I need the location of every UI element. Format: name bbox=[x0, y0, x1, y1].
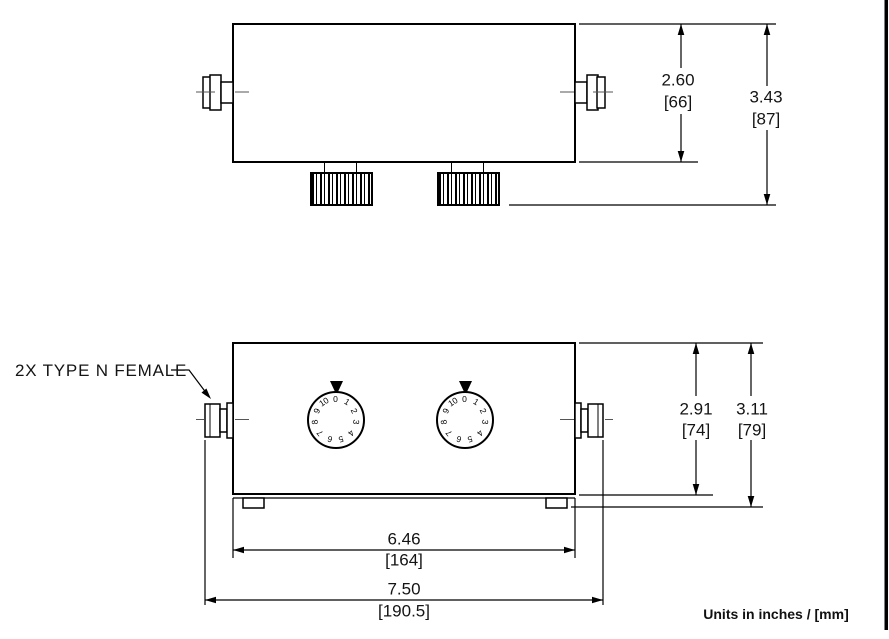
arrowhead-up-icon bbox=[692, 343, 700, 354]
dim-text-body-height-in-front: 2.91 bbox=[678, 399, 714, 419]
top-view bbox=[196, 23, 613, 163]
dial-pointer-icon bbox=[459, 381, 472, 395]
connector-right-front-icon bbox=[574, 402, 604, 439]
dial-number: 6 bbox=[325, 433, 334, 445]
connector-left-front-icon bbox=[204, 402, 234, 439]
units-note: Units in inches / [mm] bbox=[703, 606, 849, 622]
dial-number: 4 bbox=[474, 428, 486, 439]
dim-text-body-height-mm-front: [74] bbox=[680, 420, 712, 440]
arrowhead-up-icon bbox=[747, 343, 755, 354]
leader-line bbox=[171, 369, 211, 399]
dial-number: 2 bbox=[348, 406, 360, 416]
dim-line-2-91 bbox=[692, 343, 700, 495]
foot-right bbox=[545, 497, 568, 509]
dial-number: 9 bbox=[440, 406, 452, 416]
knurled-knob-left bbox=[310, 172, 373, 206]
top-view-body bbox=[232, 23, 576, 163]
dim-text-body-width-in: 6.46 bbox=[386, 529, 422, 549]
dim-text-overall-height-in-front: 3.11 bbox=[735, 399, 769, 419]
arrowhead-down-icon bbox=[677, 151, 685, 162]
dim-line-3-43 bbox=[763, 24, 771, 205]
front-view-body bbox=[232, 342, 576, 495]
dial-number: 3 bbox=[350, 419, 362, 426]
dim-line-2-60 bbox=[677, 24, 685, 162]
dim-text-body-width-mm: [164] bbox=[384, 550, 424, 570]
dial-number: 9 bbox=[311, 406, 323, 416]
arrowhead-down-icon bbox=[692, 484, 700, 495]
dial-number: 4 bbox=[345, 428, 357, 439]
dim-text-overall-width-mm: [190.5] bbox=[377, 601, 431, 621]
dial-number: 5 bbox=[337, 433, 346, 445]
arrowhead-down-icon bbox=[763, 194, 771, 205]
dial-number: 8 bbox=[438, 419, 450, 426]
dim-text-overall-height-mm-front: [79] bbox=[736, 420, 768, 440]
dim-text-overall-width-in: 7.50 bbox=[386, 579, 422, 599]
dim-line-6-46 bbox=[233, 546, 575, 554]
dim-text-body-height-in-top: 2.60 bbox=[660, 70, 696, 90]
leader-arrowhead-icon bbox=[201, 388, 211, 399]
dial-number: 0 bbox=[462, 393, 467, 404]
knurled-knob-right bbox=[437, 172, 500, 206]
dial-number: 10 bbox=[446, 395, 460, 409]
dial-number: 1 bbox=[342, 396, 352, 408]
dial-number: 2 bbox=[477, 406, 489, 416]
dim-text-body-height-mm-top: [66] bbox=[662, 92, 694, 112]
arrowhead-left-icon bbox=[233, 546, 244, 554]
dial-number: 10 bbox=[317, 395, 331, 409]
dial-number: 1 bbox=[471, 396, 481, 408]
top-view-dimensions bbox=[509, 23, 776, 206]
dial-pointer-icon bbox=[330, 381, 343, 395]
arrowhead-up-icon bbox=[677, 24, 685, 35]
arrowhead-down-icon bbox=[747, 496, 755, 507]
dim-text-overall-height-mm-top: [87] bbox=[750, 109, 782, 129]
front-view bbox=[171, 342, 613, 509]
front-view-dimensions bbox=[204, 342, 763, 605]
arrowhead-left-icon bbox=[205, 596, 216, 604]
foot-left bbox=[242, 497, 265, 509]
dim-text-overall-height-in-top: 3.43 bbox=[748, 87, 784, 107]
dial-number: 3 bbox=[479, 419, 491, 426]
dial-number: 6 bbox=[454, 433, 463, 445]
page-border bbox=[884, 0, 888, 630]
dial-number: 7 bbox=[443, 428, 455, 439]
dim-line-7-50 bbox=[205, 596, 603, 604]
arrowhead-up-icon bbox=[763, 24, 771, 35]
connector-type-label: 2X TYPE N FEMALE bbox=[15, 361, 188, 380]
dial-number: 8 bbox=[309, 419, 321, 426]
dial-number: 7 bbox=[314, 428, 326, 439]
dial-number: 0 bbox=[333, 393, 338, 404]
arrowhead-right-icon bbox=[592, 596, 603, 604]
dial-number: 5 bbox=[466, 433, 475, 445]
dim-line-3-11 bbox=[747, 343, 755, 507]
arrowhead-right-icon bbox=[564, 546, 575, 554]
